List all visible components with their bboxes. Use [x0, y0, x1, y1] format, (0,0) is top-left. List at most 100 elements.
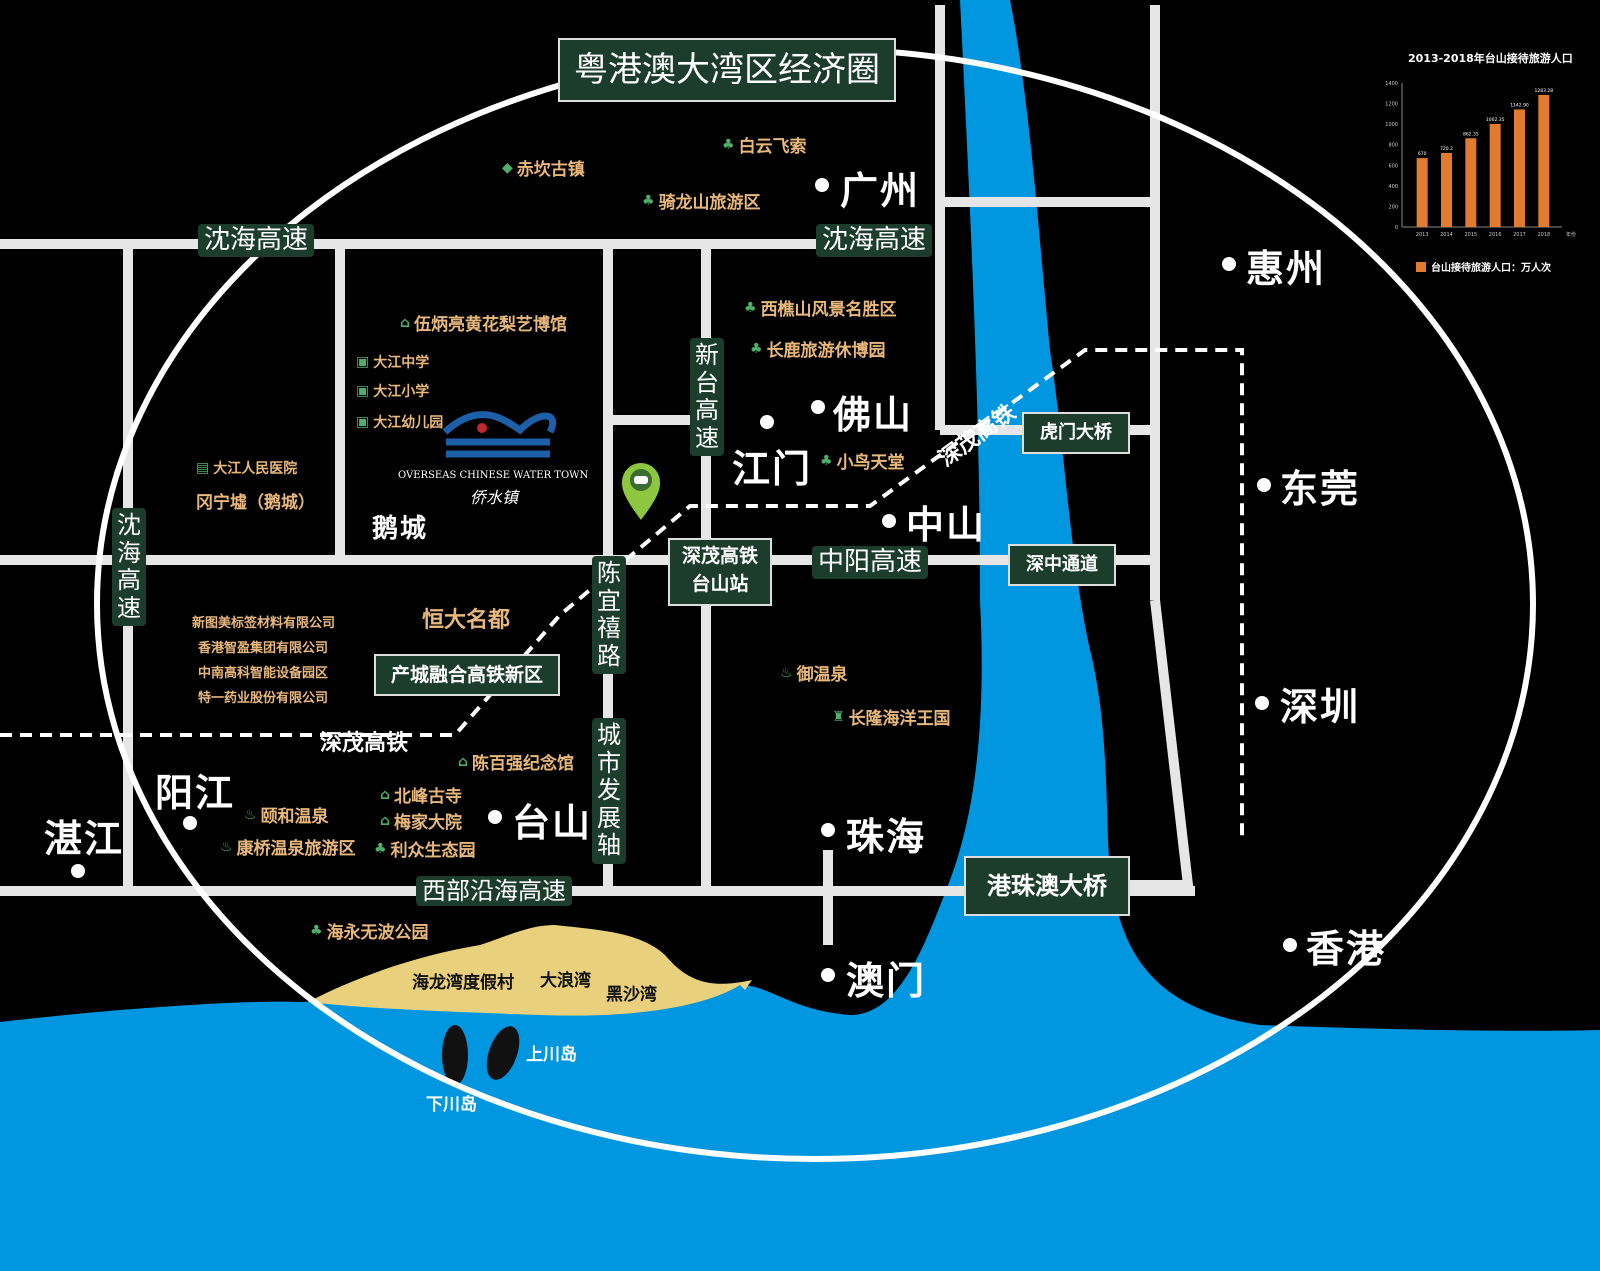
city-jiangmen: 江门	[732, 447, 813, 491]
hzm-bridge-sign: 港珠澳大桥	[964, 856, 1130, 916]
poi-chikan: ◆赤坎古镇	[502, 155, 585, 181]
island-label-xiachuan: 下川岛	[426, 1095, 477, 1115]
logo-text-cn: 侨水镇	[470, 488, 519, 507]
bar	[1441, 152, 1452, 227]
poi-gangning: 冈宁墟（鹅城）	[196, 493, 315, 513]
logo-text-en: OVERSEAS CHINESE WATER TOWN	[398, 470, 589, 481]
x-axis-end-label: 年份	[1566, 231, 1576, 238]
humen-bridge-sign: 虎门大桥	[1022, 412, 1130, 454]
y-tick-label: 1200	[1385, 102, 1398, 108]
palm-icon: ♣	[642, 192, 655, 209]
palm-icon: ♣	[820, 452, 833, 469]
city-zhuhai: 珠海	[846, 815, 927, 859]
legend-swatch	[1416, 261, 1426, 272]
poi-baiyun: ♣白云飞索	[722, 132, 807, 158]
x-tick-label: 2013	[1416, 232, 1429, 238]
palm-icon: ♣	[750, 340, 763, 357]
data-label: 1142.90	[1510, 102, 1529, 108]
x-tick-label: 2016	[1489, 232, 1502, 238]
poi-dajiang-primary: ▣大江小学	[356, 381, 429, 401]
hot-spring-icon: ♨	[244, 806, 257, 823]
poi-yihe: ♨颐和温泉	[244, 802, 329, 828]
island-shangchuan	[486, 1026, 520, 1080]
x-tick-label: 2014	[1440, 232, 1453, 238]
poi-chenbaiqiang: ⌂陈百强纪念馆	[458, 749, 575, 775]
city-hongkong: 香港	[1306, 927, 1387, 971]
beach-hailong: 海龙湾度假村	[412, 973, 514, 993]
school-icon: ▣	[356, 414, 370, 430]
hot-spring-icon: ♨	[780, 664, 793, 681]
data-label: 720.2	[1440, 146, 1453, 152]
beach-dalang: 大浪湾	[540, 971, 591, 991]
hot-spring-icon: ♨	[220, 838, 233, 855]
house-icon: ⌂	[380, 812, 391, 829]
poi-meijia: ⌂梅家大院	[380, 808, 463, 834]
city-hecheng: 鹅城	[372, 514, 429, 544]
poi-changlong: ♜长隆海洋王国	[832, 704, 951, 730]
poi-label: 伍炳亮黄花梨艺博馆	[414, 315, 568, 335]
city-yangjiang: 阳江	[155, 771, 236, 815]
y-tick-label: 600	[1388, 163, 1398, 169]
bar	[1416, 158, 1428, 227]
poi-label: 利众生态园	[390, 841, 476, 861]
bar	[1538, 95, 1550, 227]
city-dongguan: 东莞	[1280, 467, 1361, 511]
poi-label: 颐和温泉	[260, 807, 329, 827]
station-sign-line1: 深茂高铁	[681, 545, 758, 567]
city-foshan: 佛山	[833, 393, 914, 437]
y-tick-label: 200	[1388, 204, 1398, 210]
poi-label: 长隆海洋王国	[848, 709, 951, 729]
poi-hengda: 恒大名都	[422, 608, 511, 633]
island-label-shangchuan: 上川岛	[526, 1045, 577, 1065]
beach	[308, 925, 752, 1016]
hsr-label: 深茂高铁	[320, 731, 409, 756]
museum-icon: ⌂	[400, 314, 411, 331]
poi-beifeng: ⌂北峰古寺	[380, 782, 463, 808]
legend-label: 台山接待旅游人口：万人次	[1431, 263, 1551, 274]
x-tick-label: 2018	[1537, 232, 1550, 238]
company-item: 香港智盈集团有限公司	[198, 641, 329, 656]
city-taishan: 台山	[512, 801, 593, 845]
data-label: 1002.35	[1486, 117, 1505, 123]
station-sign-line2: 台山站	[691, 573, 749, 595]
poi-label: 骑龙山旅游区	[658, 193, 761, 213]
poi-label: 御温泉	[796, 665, 848, 685]
poi-label: 大江人民医院	[213, 461, 298, 477]
poi-label: 长鹿旅游休博园	[766, 341, 886, 361]
y-tick-label: 800	[1388, 143, 1398, 149]
bar	[1514, 109, 1525, 227]
company-item: 特一药业股份有限公司	[198, 691, 329, 706]
castle-icon: ♜	[832, 708, 845, 725]
data-label: 1283.28	[1535, 88, 1554, 94]
logo-seal-icon	[477, 423, 487, 433]
road-label-shenhai: 沈海高速	[198, 224, 315, 257]
x-tick-label: 2017	[1513, 232, 1526, 238]
road-label-chenyixi: 陈宜禧路	[592, 556, 626, 675]
new-zone-sign: 产城融合高铁新区	[374, 654, 560, 696]
poi-label: 小鸟天堂	[836, 453, 905, 473]
road-label-shenhai: 沈海高速	[816, 224, 933, 257]
poi-label: 梅家大院	[394, 813, 463, 833]
poi-label: 陈百强纪念馆	[472, 754, 575, 774]
page-title: 粤港澳大湾区经济圈	[558, 38, 896, 102]
poi-kangqiao: ♨康桥温泉旅游区	[220, 834, 356, 860]
city-huizhou: 惠州	[1246, 247, 1327, 291]
city-guangzhou: 广州	[840, 169, 921, 213]
hospital-icon: ▤	[196, 460, 210, 476]
company-item: 中南高科智能设备园区	[198, 666, 329, 681]
logo-waves-icon	[442, 411, 557, 458]
city-dots	[71, 178, 1297, 982]
road-label-shenhai-vertical: 沈海高速	[112, 508, 146, 627]
poi-wubingliang: ⌂伍炳亮黄花梨艺博馆	[400, 310, 568, 336]
company-item: 新图美标签材料有限公司	[192, 616, 336, 631]
poi-changlu: ♣长鹿旅游休博园	[750, 336, 886, 362]
poi-label: 北峰古寺	[394, 787, 463, 807]
poi-label: 大江幼儿园	[373, 415, 444, 431]
museum-icon: ⌂	[458, 753, 469, 770]
poi-label: 康桥温泉旅游区	[236, 839, 356, 859]
palm-icon: ♣	[310, 922, 323, 939]
city-macau: 澳门	[846, 959, 927, 1003]
road-label-city-axis: 城市发展轴	[592, 718, 626, 864]
poi-label: 大江小学	[373, 384, 430, 400]
